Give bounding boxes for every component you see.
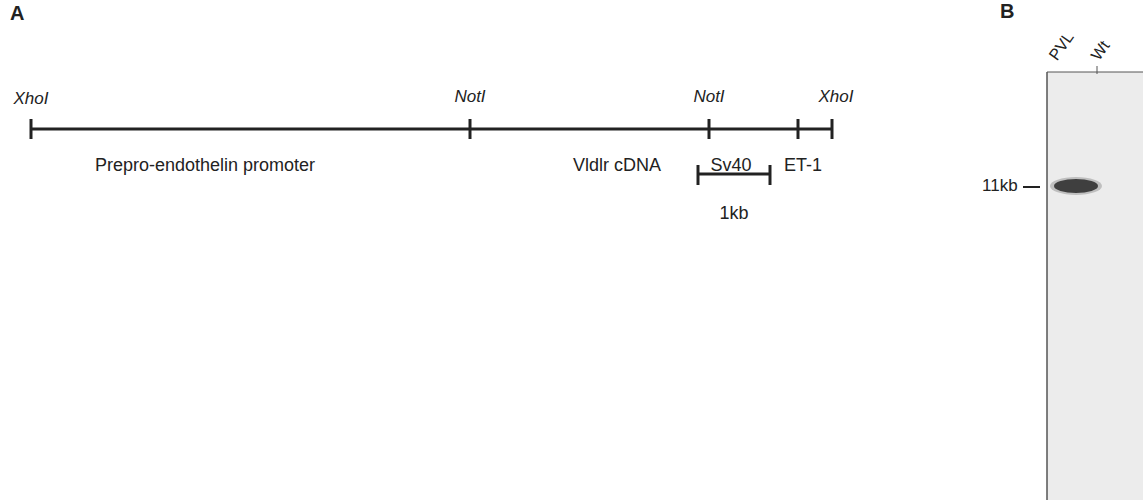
segment-label: Sv40 (710, 156, 751, 176)
site-tick (469, 119, 472, 139)
panel-letter: B (1000, 0, 1014, 22)
site-tick (797, 119, 800, 139)
segment-label: ET-1 (784, 156, 822, 176)
blot-edge (1046, 72, 1048, 500)
blot-edge (1047, 72, 1143, 73)
lane-divider (1097, 66, 1098, 74)
construct-line (30, 128, 832, 131)
restriction-site: XhoI (819, 88, 854, 107)
blot-band-halo (1050, 177, 1102, 195)
panel-letter: A (10, 2, 24, 24)
lane-label: PVL (1046, 29, 1078, 64)
scale-tick (769, 165, 772, 185)
scale-label: 1kb (719, 204, 748, 224)
segment-label: Vldlr cDNA (573, 156, 661, 176)
blot-image (1047, 72, 1143, 500)
site-tick (831, 119, 834, 139)
restriction-site: NotI (454, 88, 485, 107)
segment-label: Prepro-endothelin promoter (95, 156, 315, 176)
restriction-site: NotI (693, 88, 724, 107)
size-marker: 11kb (982, 177, 1018, 196)
lane-label: Wt (1088, 37, 1114, 63)
site-tick (708, 119, 711, 139)
site-tick (30, 119, 33, 139)
scale-tick (697, 165, 700, 185)
restriction-site: XhoI (14, 90, 49, 109)
size-marker-tick (1023, 186, 1040, 188)
